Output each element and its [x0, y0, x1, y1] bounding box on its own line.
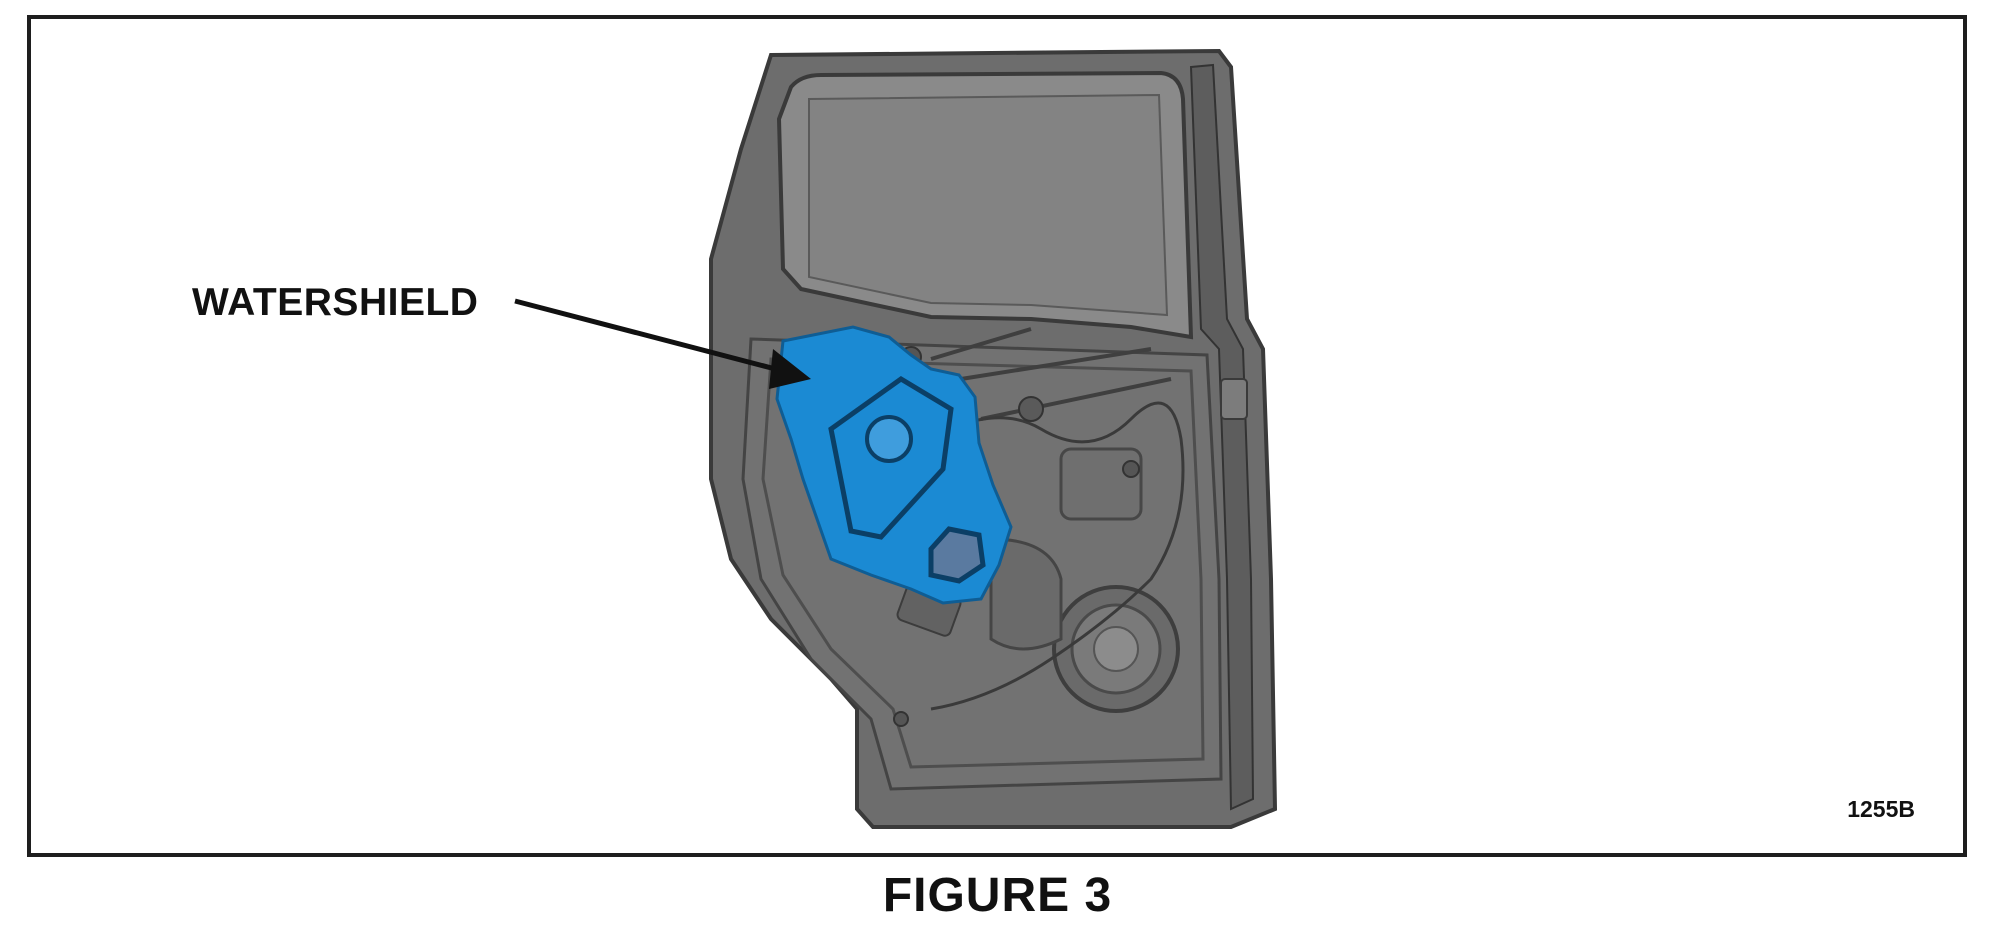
figure-frame: WATERSHIELD 1255B: [27, 15, 1967, 857]
wiring-harness: [910, 401, 1185, 711]
figure-id: 1255B: [1847, 796, 1915, 822]
door-inner-trim: [761, 357, 1205, 769]
lower-drain-recess: [989, 537, 1063, 651]
figure-caption: FIGURE 3: [882, 869, 1113, 922]
callout-arrow-line: [514, 298, 784, 374]
access-hole-lower: [893, 711, 909, 727]
speaker-cone: [1093, 626, 1139, 672]
regulator-rail: [930, 327, 1172, 421]
regulator-module: [1059, 447, 1143, 521]
harness-connector: [1018, 396, 1044, 422]
watershield-emboss-circle: [865, 415, 913, 463]
door-rear-pillar: [1189, 63, 1255, 811]
window-glass: [808, 93, 1169, 317]
door-latch: [1220, 378, 1248, 420]
door-illustration: [514, 48, 1278, 829]
access-hole-mid: [1122, 460, 1140, 478]
callout-arrowhead: [769, 349, 811, 389]
watershield-emboss-triangle: [828, 376, 954, 540]
callout-label-watershield: WATERSHIELD: [192, 281, 479, 324]
watershield-cutout: [928, 526, 986, 584]
